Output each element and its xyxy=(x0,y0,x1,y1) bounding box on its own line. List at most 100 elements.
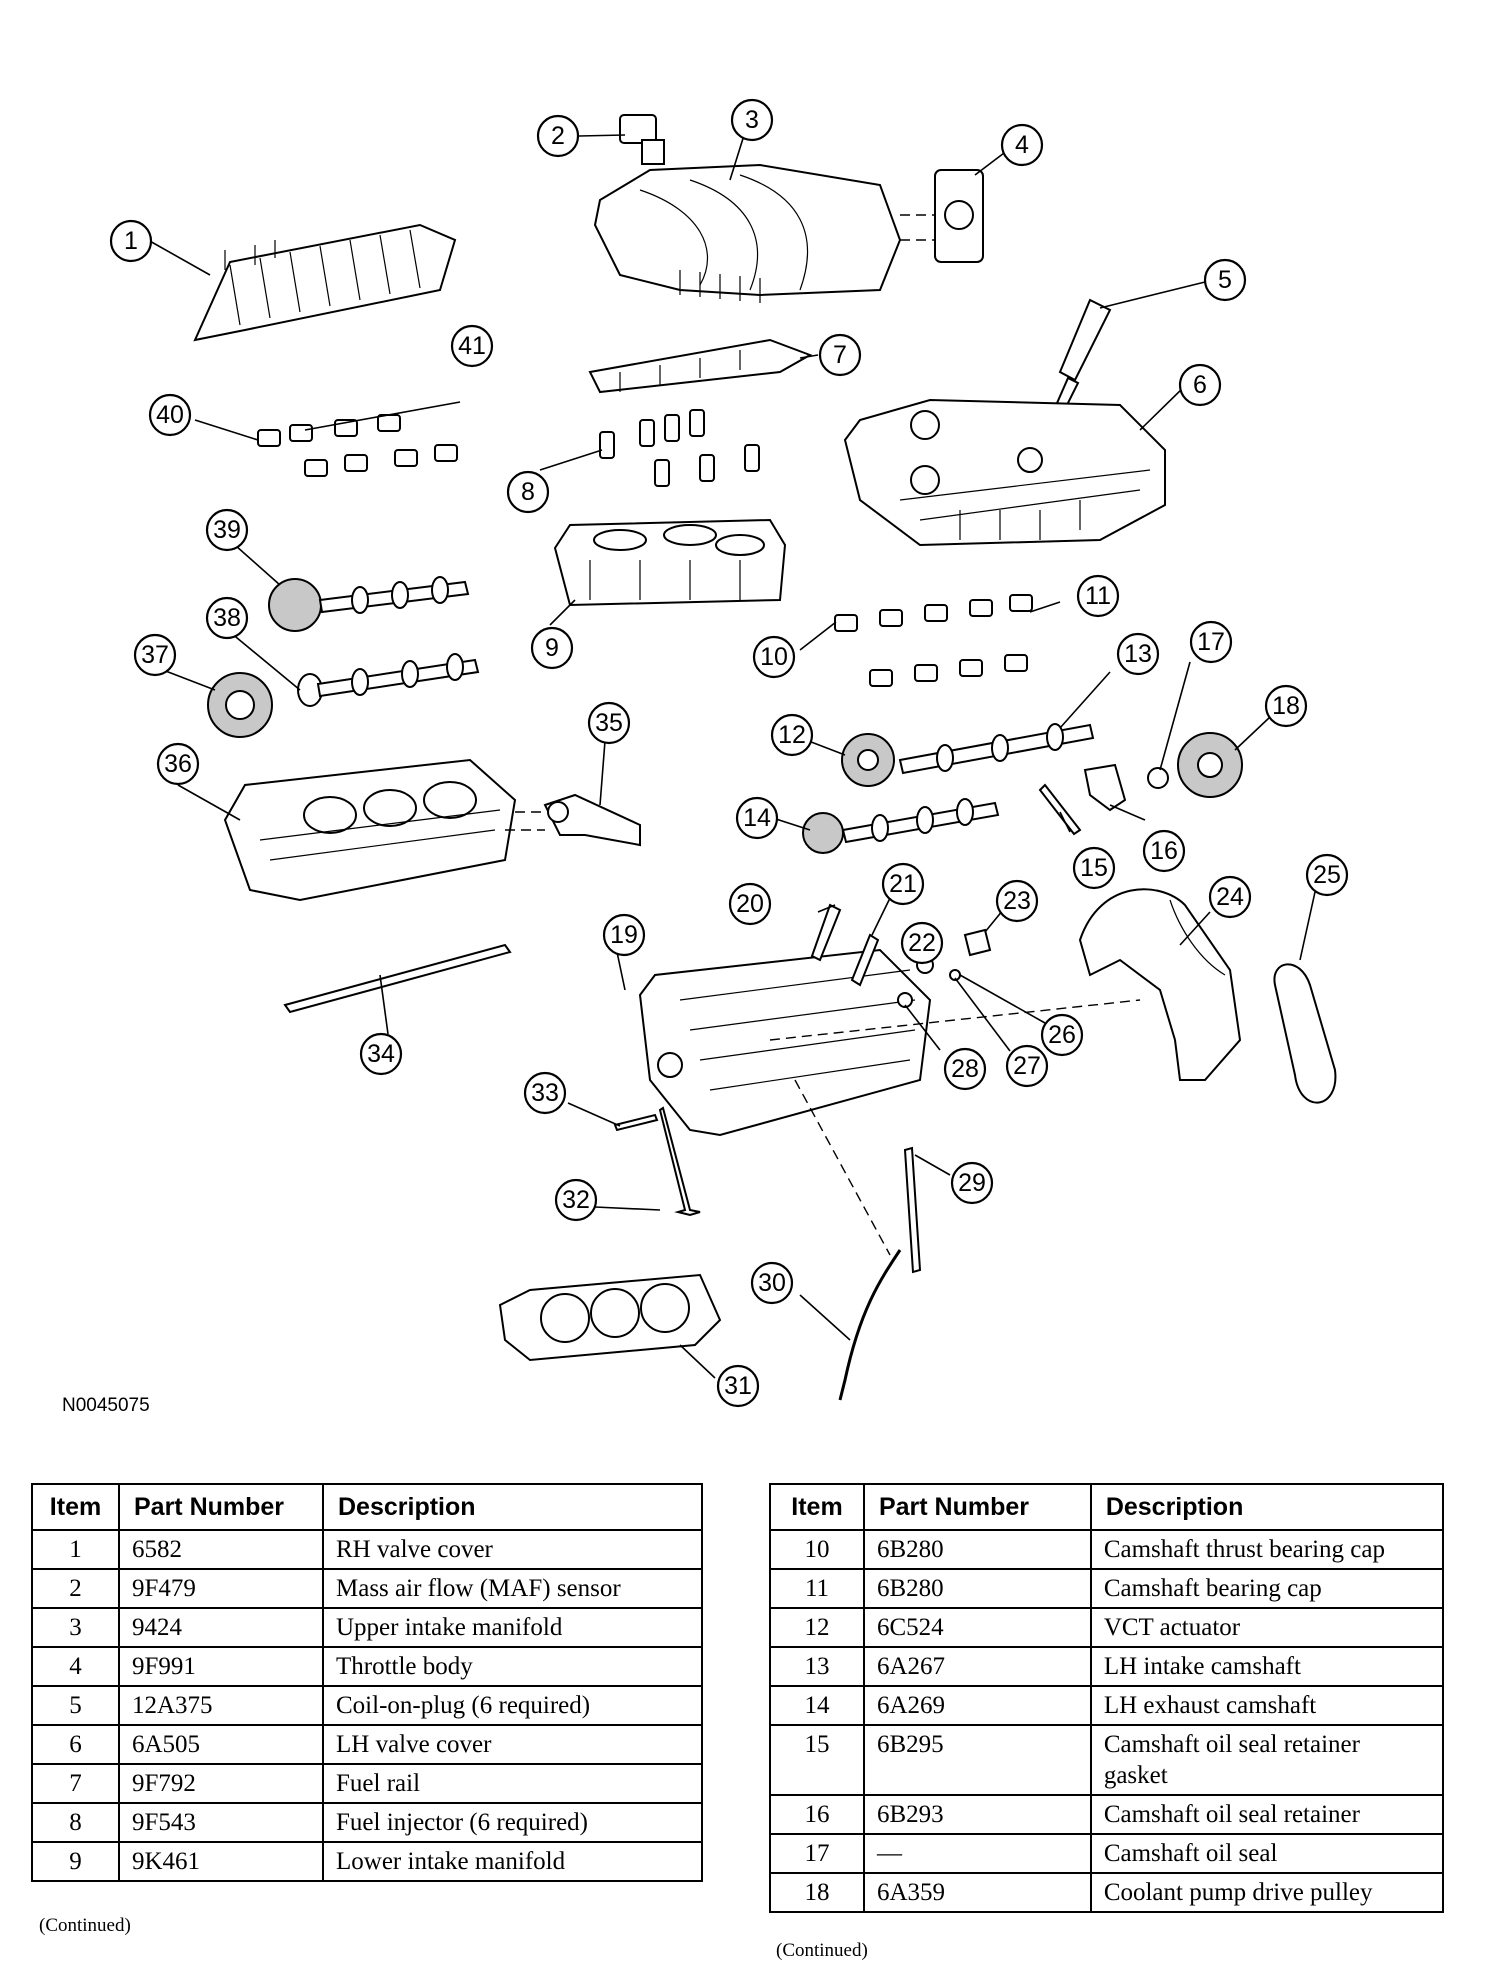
rh-head-gasket-drawing xyxy=(283,943,512,1014)
rh-vct-actuator-drawing xyxy=(207,672,273,738)
description-cell: Mass air flow (MAF) sensor xyxy=(322,1568,703,1609)
callout-3: 3 xyxy=(730,98,774,142)
svg-text:4: 4 xyxy=(1015,131,1029,159)
small-part-28-drawing xyxy=(897,992,913,1008)
oil-seal-retainer-gasket-drawing xyxy=(1038,783,1082,836)
callout-30: 30 xyxy=(750,1261,794,1305)
callout-29: 29 xyxy=(950,1161,994,1205)
description-cell: Coolant pump drive pulley xyxy=(1089,1872,1445,1913)
svg-text:21: 21 xyxy=(889,870,917,898)
svg-text:30: 30 xyxy=(758,1269,786,1297)
svg-text:38: 38 xyxy=(213,604,241,632)
item-cell: 10 xyxy=(769,1529,865,1570)
small-part-23-drawing xyxy=(963,928,992,957)
dipstick-tube-drawing xyxy=(838,1249,902,1401)
callout-36: 36 xyxy=(156,742,200,786)
svg-text:39: 39 xyxy=(213,516,241,544)
callout-8: 8 xyxy=(506,470,550,514)
rh-valve-cover-drawing xyxy=(193,223,457,342)
part-number-cell: 6C524 xyxy=(862,1607,1092,1648)
item-cell: 12 xyxy=(769,1607,865,1648)
part-number-cell: 9F792 xyxy=(118,1763,324,1804)
header-item: Item xyxy=(769,1483,865,1531)
callout-12: 12 xyxy=(770,713,814,757)
svg-text:11: 11 xyxy=(1085,582,1111,610)
item-cell: 6 xyxy=(31,1724,120,1765)
valve-drawing xyxy=(658,1106,701,1217)
svg-text:14: 14 xyxy=(743,804,771,832)
continued-note-left: (Continued) xyxy=(39,1915,131,1936)
head-bolt-drawing xyxy=(613,1113,659,1132)
description-cell: Camshaft oil seal retainer gasket xyxy=(1089,1724,1445,1796)
lh-cylinder-head-drawing xyxy=(638,948,932,1137)
header-part-number: Part Number xyxy=(862,1483,1092,1531)
callout-14: 14 xyxy=(735,796,779,840)
dipstick-drawing xyxy=(903,1146,922,1274)
throttle-body-drawing xyxy=(934,169,984,263)
part-number-cell: 6B295 xyxy=(862,1724,1092,1796)
callout-13: 13 xyxy=(1116,632,1160,676)
callout-4: 4 xyxy=(1000,123,1044,167)
svg-text:23: 23 xyxy=(1003,887,1031,915)
svg-text:34: 34 xyxy=(367,1040,395,1068)
callout-7: 7 xyxy=(818,333,862,377)
header-description: Description xyxy=(322,1483,703,1531)
drive-belt-drawing xyxy=(1273,963,1337,1104)
callout-26: 26 xyxy=(1040,1013,1084,1057)
item-cell: 18 xyxy=(769,1872,865,1913)
callout-22: 22 xyxy=(900,921,944,965)
rh-cylinder-head-drawing xyxy=(223,758,517,902)
svg-text:37: 37 xyxy=(141,641,169,669)
maf-sensor-drawing xyxy=(619,114,665,165)
camshaft-bearing-caps-drawing xyxy=(834,594,1033,687)
coolant-pump-pulley-drawing xyxy=(1177,732,1243,798)
table-row: 17—Camshaft oil seal xyxy=(769,1833,1445,1874)
lower-intake-manifold-drawing xyxy=(553,518,787,607)
figure-id: N0045075 xyxy=(62,1395,150,1416)
callout-25: 25 xyxy=(1305,853,1349,897)
exploded-parts-diagram: 1 2 3 4 5 6 7 8 9 10 11 12 13 14 15 16 1… xyxy=(109,98,1349,1408)
part-number-cell: 9F479 xyxy=(118,1568,324,1609)
part-number-cell: — xyxy=(862,1833,1092,1874)
callout-34: 34 xyxy=(359,1032,403,1076)
callout-18: 18 xyxy=(1264,684,1308,728)
svg-text:17: 17 xyxy=(1197,628,1225,656)
description-cell: Fuel rail xyxy=(322,1763,703,1804)
svg-text:22: 22 xyxy=(908,929,936,957)
description-cell: Lower intake manifold xyxy=(322,1841,703,1882)
callout-9: 9 xyxy=(530,626,574,670)
callout-31: 31 xyxy=(716,1364,760,1408)
part-number-cell: 6582 xyxy=(118,1529,324,1570)
callout-37: 37 xyxy=(133,633,177,677)
header-description: Description xyxy=(1089,1483,1445,1531)
item-cell: 17 xyxy=(769,1833,865,1874)
svg-text:20: 20 xyxy=(736,890,764,918)
callout-39: 39 xyxy=(205,508,249,552)
description-cell: LH valve cover xyxy=(322,1724,703,1765)
lh-valve-cover-drawing xyxy=(843,398,1166,547)
svg-text:8: 8 xyxy=(521,478,535,506)
description-cell: Throttle body xyxy=(322,1646,703,1687)
rh-intake-camshaft-drawing xyxy=(268,576,470,632)
part-number-cell: 6B293 xyxy=(862,1794,1092,1835)
svg-text:35: 35 xyxy=(595,709,623,737)
item-cell: 11 xyxy=(769,1568,865,1609)
svg-text:16: 16 xyxy=(1150,837,1178,865)
callout-16: 16 xyxy=(1142,829,1186,873)
svg-text:12: 12 xyxy=(778,721,806,749)
callout-41: 41 xyxy=(450,324,494,368)
sensor-drawing xyxy=(850,933,880,987)
svg-text:13: 13 xyxy=(1124,640,1152,668)
part-number-cell: 6A267 xyxy=(862,1646,1092,1687)
coil-on-plug-drawing xyxy=(1052,298,1112,417)
